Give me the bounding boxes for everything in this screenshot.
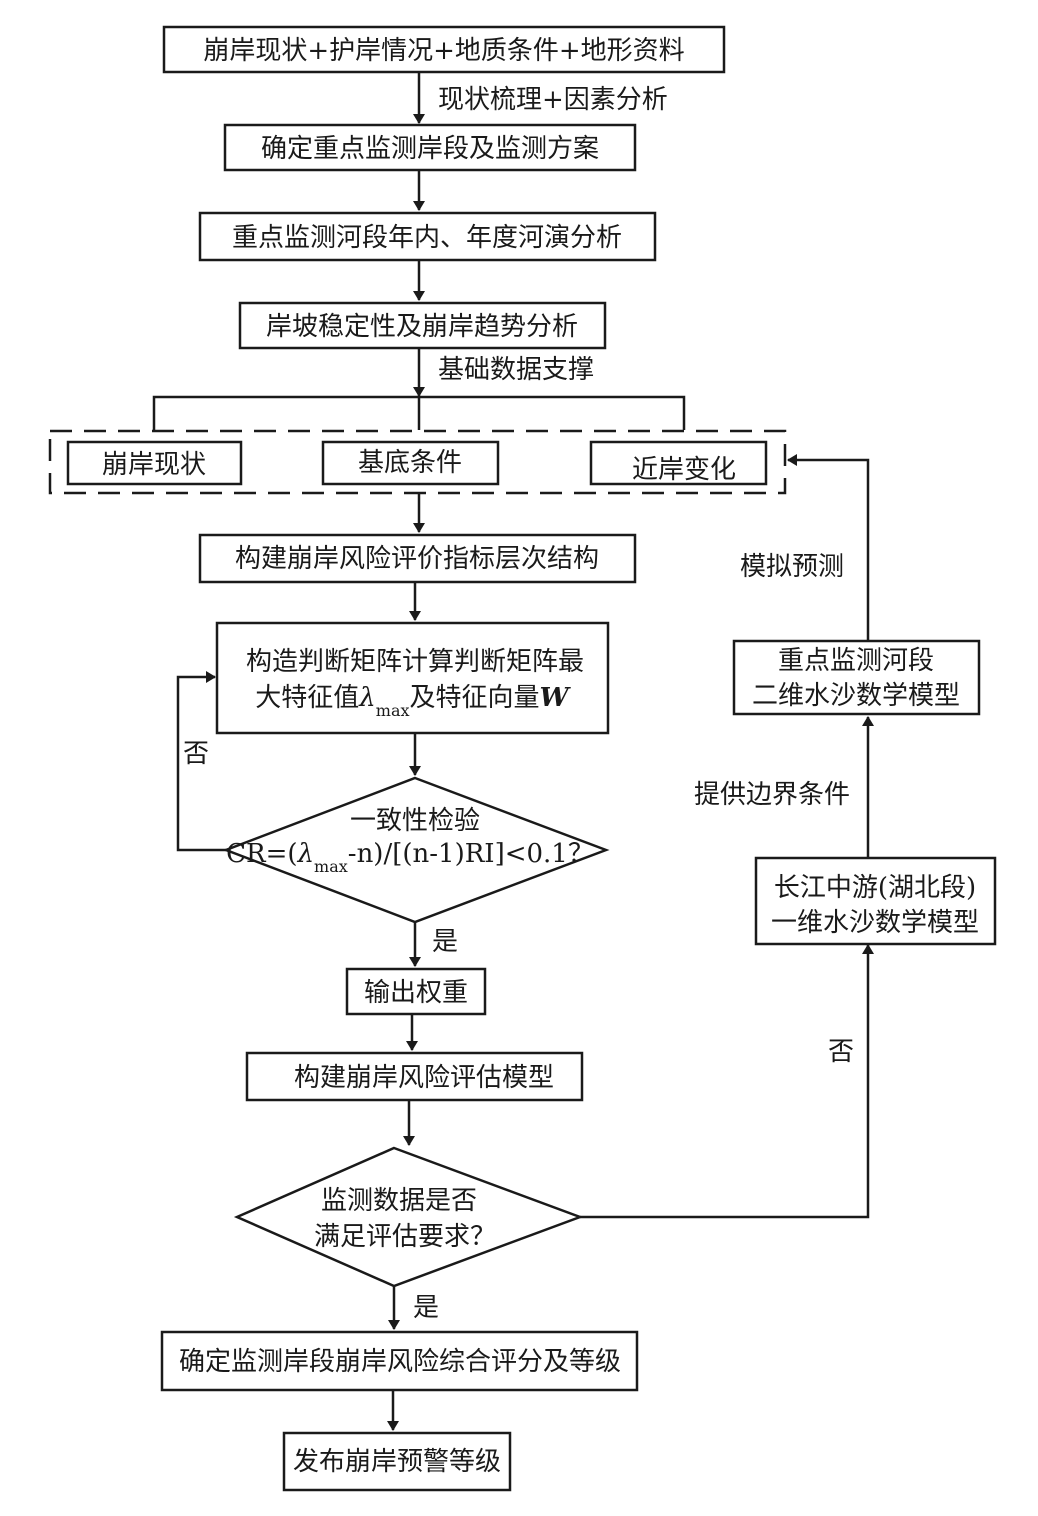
node-slope-stability: 岸坡稳定性及崩岸趋势分析 xyxy=(238,301,607,350)
factor-collapse-status: 崩岸现状 xyxy=(66,440,243,486)
node-monitoring-plan: 确定重点监测岸段及监测方案 xyxy=(223,123,637,172)
node-output-weights-label: 输出权重 xyxy=(364,978,468,1008)
node-1d-model-line2: 一维水沙数学模型 xyxy=(771,908,979,938)
node-2d-model: 重点监测河段 二维水沙数学模型 xyxy=(732,639,981,716)
node-data-sources: 崩岸现状+护岸情况+地质条件+地形资料 xyxy=(162,25,726,74)
node-index-hierarchy-label: 构建崩岸风险评价指标层次结构 xyxy=(235,544,599,574)
edge-label-analysis: 现状梳理+因素分析 xyxy=(438,85,668,115)
node-2d-model-line2: 二维水沙数学模型 xyxy=(752,681,960,711)
node-slope-stability-label: 岸坡稳定性及崩岸趋势分析 xyxy=(266,312,578,342)
decision-consistency-formula: CR=(λmax-n)/[(n-1)RI]<0.1？ xyxy=(226,839,594,876)
dashed-factor-group xyxy=(48,429,787,495)
edge-label-simulate: 模拟预测 xyxy=(740,552,844,582)
node-output-weights: 输出权重 xyxy=(345,967,487,1016)
decision-consistency-check: 一致性检验 CR=(λmax-n)/[(n-1)RI]<0.1？ xyxy=(222,776,610,924)
node-risk-score-label: 确定监测岸段崩岸风险综合评分及等级 xyxy=(179,1347,621,1377)
node-2d-model-line1: 重点监测河段 xyxy=(778,646,934,676)
edge-label-yes-1: 是 xyxy=(432,927,458,957)
node-index-hierarchy: 构建崩岸风险评价指标层次结构 xyxy=(198,533,637,584)
factor-base-conditions: 基底条件 xyxy=(321,440,500,486)
node-judgment-matrix-line1: 构造判断矩阵计算判断矩阵最 xyxy=(246,647,584,677)
decision-data-sufficient: 监测数据是否 满足评估要求？ xyxy=(233,1146,584,1288)
node-judgment-matrix: 构造判断矩阵计算判断矩阵最 大特征值λmax及特征向量W xyxy=(215,621,610,735)
decision-data-line2: 满足评估要求？ xyxy=(314,1222,496,1252)
edge-label-boundary: 提供边界条件 xyxy=(694,780,850,810)
edge-label-no-loop: 否 xyxy=(183,739,209,769)
arrow-no-loop xyxy=(176,671,226,852)
factor-nearshore-change: 近岸变化 xyxy=(589,440,768,486)
edge-label-yes-2: 是 xyxy=(413,1293,439,1323)
node-risk-score: 确定监测岸段崩岸风险综合评分及等级 xyxy=(160,1330,639,1392)
arrow-no-right xyxy=(580,944,874,1219)
node-monitoring-plan-label: 确定重点监测岸段及监测方案 xyxy=(261,134,599,164)
node-risk-model: 构建崩岸风险评估模型 xyxy=(245,1051,584,1102)
factor-base-conditions-label: 基底条件 xyxy=(358,448,462,478)
factor-collapse-status-label: 崩岸现状 xyxy=(102,450,206,480)
node-risk-model-label: 构建崩岸风险评估模型 xyxy=(294,1063,554,1093)
factor-nearshore-change-label: 近岸变化 xyxy=(632,455,736,485)
decision-consistency-line1: 一致性检验 xyxy=(350,806,480,836)
edge-label-no-right: 否 xyxy=(828,1037,854,1067)
node-publish-warning-label: 发布崩岸预警等级 xyxy=(293,1447,501,1477)
node-river-evolution: 重点监测河段年内、年度河演分析 xyxy=(198,211,657,262)
node-1d-model-line1: 长江中游(湖北段) xyxy=(774,873,976,903)
arrow-2d-group xyxy=(787,454,870,641)
node-river-evolution-label: 重点监测河段年内、年度河演分析 xyxy=(232,223,622,253)
node-data-sources-label: 崩岸现状+护岸情况+地质条件+地形资料 xyxy=(203,36,684,66)
node-publish-warning: 发布崩岸预警等级 xyxy=(282,1431,512,1492)
node-1d-model: 长江中游(湖北段) 一维水沙数学模型 xyxy=(754,856,997,946)
decision-data-line1: 监测数据是否 xyxy=(321,1186,477,1216)
node-judgment-matrix-line2: 大特征值λmax及特征向量W xyxy=(255,683,571,720)
edge-label-data-support: 基础数据支撑 xyxy=(438,355,594,385)
